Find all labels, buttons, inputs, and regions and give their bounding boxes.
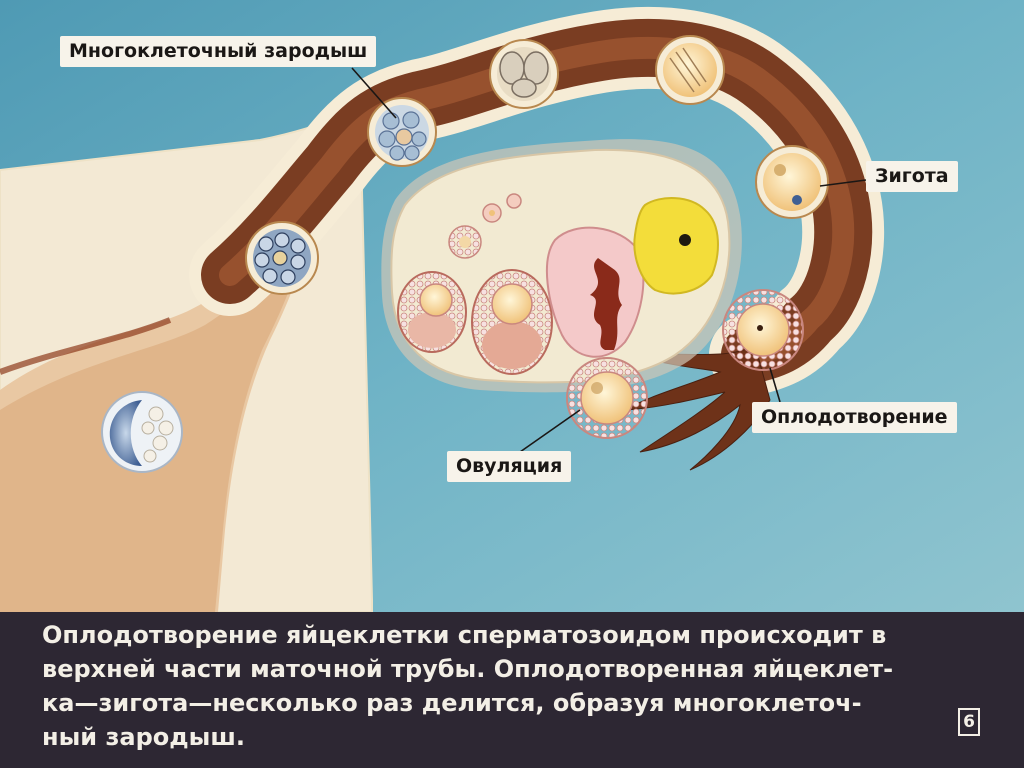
multicellular-embryo-cell bbox=[245, 221, 319, 295]
growing-follicle-2 bbox=[471, 269, 553, 375]
frame-number: 6 bbox=[958, 708, 980, 736]
ruptured-follicle bbox=[545, 226, 645, 358]
caption-band bbox=[0, 612, 1024, 768]
corpus-luteum bbox=[633, 197, 719, 295]
leader-lines bbox=[351, 67, 867, 453]
label-zygote: Зигота bbox=[866, 161, 958, 192]
primary-follicles bbox=[448, 193, 522, 259]
caption-line: ный зародыш. bbox=[42, 723, 245, 751]
caption-text: Оплодотворение яйцеклетки сперматозоидом… bbox=[42, 618, 982, 754]
caption-line: Оплодотворение яйцеклетки сперматозоидом… bbox=[42, 621, 887, 649]
label-ovulation: Овуляция bbox=[447, 451, 572, 482]
morula bbox=[367, 97, 437, 167]
zygote-cell bbox=[755, 145, 829, 219]
reproduction-diagram bbox=[0, 0, 1024, 612]
growing-follicle-1 bbox=[397, 271, 467, 353]
blastocyst bbox=[101, 391, 183, 473]
fertilized-egg bbox=[722, 289, 804, 371]
cleavage-stage-2 bbox=[489, 39, 559, 109]
ovulated-egg bbox=[566, 357, 648, 439]
label-fertilization: Оплодотворение bbox=[752, 402, 957, 433]
cleavage-stage-1 bbox=[655, 35, 725, 105]
label-multicellular-embryo: Многоклеточный зародыш bbox=[60, 36, 377, 67]
caption-line: ка—зигота—несколько раз делится, образуя… bbox=[42, 689, 862, 717]
caption-line: верхней части маточной трубы. Оплодотвор… bbox=[42, 655, 894, 683]
